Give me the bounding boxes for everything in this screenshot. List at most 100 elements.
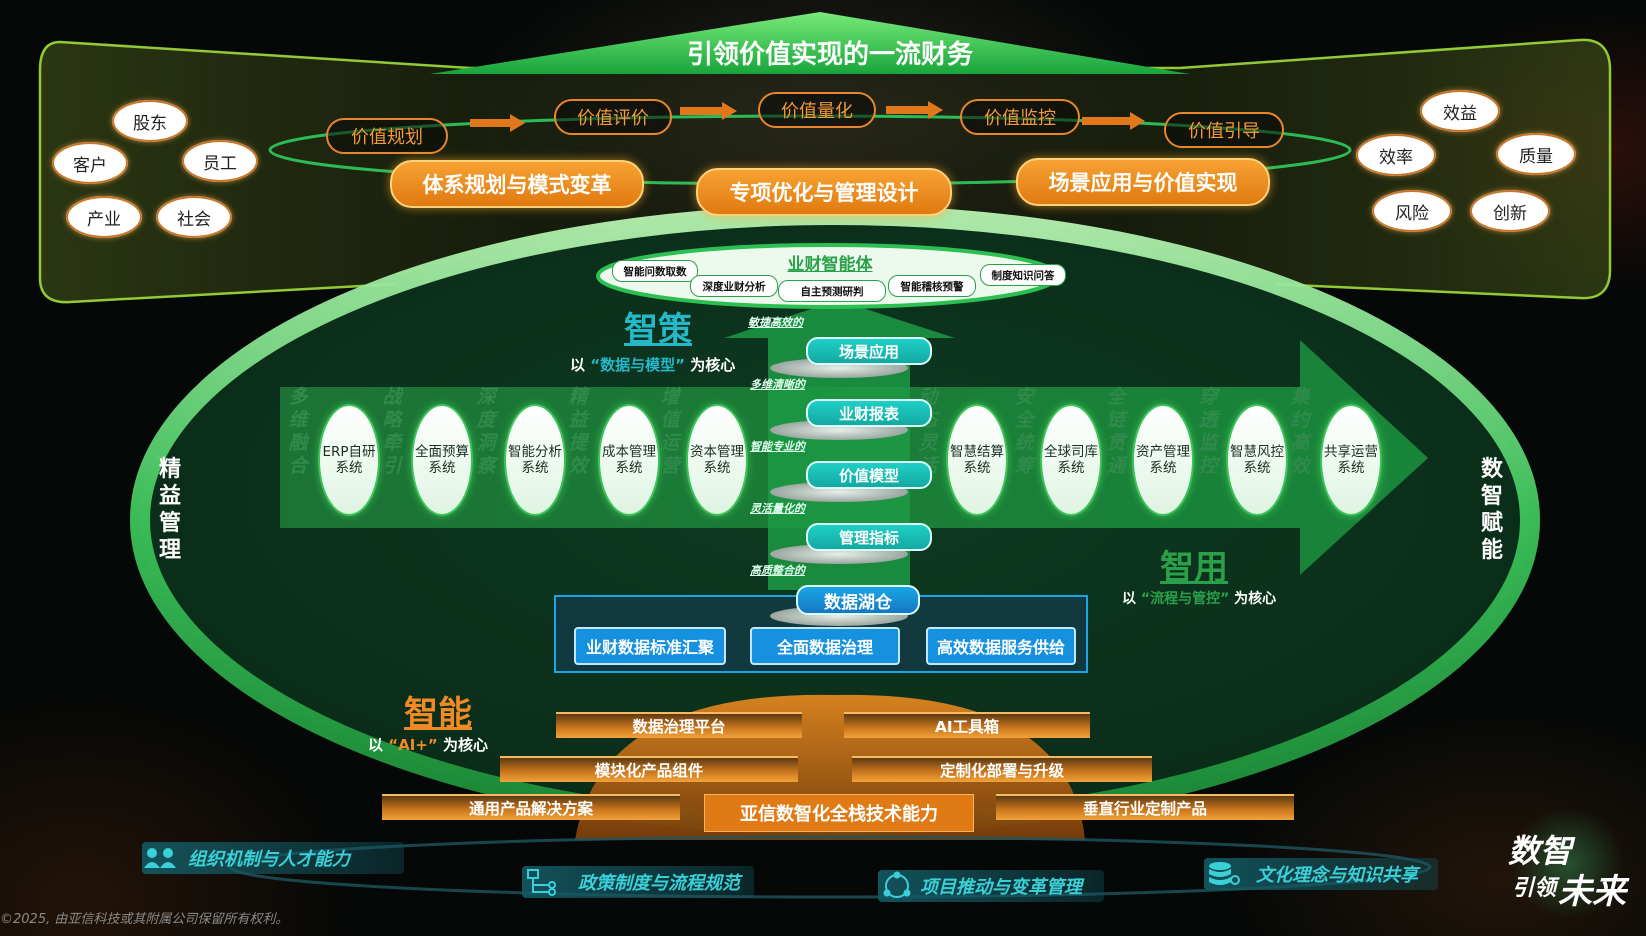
foundation-item: 垂直行业定制产品 [996, 794, 1294, 820]
pillar-button: 场景应用与价值实现 [1016, 158, 1270, 206]
stakeholder-bubble: 员工 [182, 140, 258, 182]
stack-layer-label: 多维清晰的 [750, 378, 805, 391]
system-oval: 全球司库系统 [1040, 404, 1102, 516]
enabler-org: 组织机制与人才能力 [142, 842, 404, 874]
foundation-item: 模块化产品组件 [500, 756, 798, 782]
enabler-label: 政策制度与流程规范 [578, 873, 740, 894]
value-chain-item: 价值规划 [326, 118, 448, 154]
stack-layer-pill: 业财报表 [806, 399, 932, 427]
people-icon [144, 848, 176, 868]
sub-prefix: 以 [368, 736, 384, 754]
foundation-item: 通用产品解决方案 [382, 794, 680, 820]
system-oval: 智慧风控系统 [1226, 404, 1288, 516]
zhice-subtitle: 以 “数据与模型” 为核心 [570, 354, 735, 375]
enabler-label: 组织机制与人才能力 [188, 849, 350, 870]
foundation-item: 数据治理平台 [556, 712, 802, 738]
system-oval: 共享运营系统 [1320, 404, 1382, 516]
logo-line-3: 未来 [1558, 872, 1626, 912]
value-chain-item: 价值监控 [960, 99, 1080, 135]
capability-tag: 穿透监控 [1198, 386, 1218, 477]
zhiyong-subtitle: 以 “流程与管控” 为核心 [1122, 588, 1276, 608]
stack-layer-label: 智能专业的 [750, 440, 805, 453]
data-service-button: 全面数据治理 [750, 627, 900, 665]
goal-bubble: 效益 [1420, 90, 1500, 132]
goal-bubble: 创新 [1470, 190, 1550, 232]
enabler-label: 文化理念与知识共享 [1256, 865, 1418, 886]
sub-key: “AI+” [388, 736, 438, 754]
capability-tag: 安全统筹 [1014, 386, 1034, 477]
value-chain-item: 价值引导 [1164, 112, 1284, 148]
stakeholder-bubble: 产业 [66, 196, 142, 238]
database-icon [1209, 862, 1240, 885]
capability-tag: 增值运营 [660, 386, 680, 477]
goal-bubble: 质量 [1496, 133, 1576, 175]
foundation-item: 定制化部署与升级 [852, 756, 1152, 782]
agent-item: 深度业财分析 [690, 275, 778, 297]
stack-layer-label: 高质整合的 [750, 564, 805, 577]
core-capability: 亚信数智化全栈技术能力 [704, 794, 974, 832]
logo-line-2: 引领 [1512, 876, 1557, 901]
system-oval: 资产管理系统 [1132, 404, 1194, 516]
page-title: 引领价值实现的一流财务 [686, 40, 973, 70]
sub-prefix: 以 [1122, 591, 1136, 607]
right-side-label: 数智赋能 [1480, 457, 1503, 563]
foundation-item: AI工具箱 [844, 712, 1090, 738]
goal-bubble: 风险 [1372, 190, 1452, 232]
capability-tag: 全链贯通 [1106, 386, 1126, 477]
left-side-label: 精益管理 [158, 457, 181, 563]
pillar-button: 专项优化与管理设计 [696, 168, 952, 216]
system-oval: 智能分析系统 [504, 404, 566, 516]
agent-title: 业财智能体 [787, 255, 873, 275]
agent-item: 自主预测研判 [778, 280, 886, 302]
stakeholder-bubble: 股东 [112, 100, 188, 142]
capability-tag: 深度洞察 [476, 386, 496, 477]
value-chain-item: 价值量化 [758, 92, 876, 128]
flow-icon [527, 869, 556, 896]
stack-layer-pill: 数据湖仓 [796, 585, 920, 615]
logo-line-1: 数智 [1508, 832, 1573, 870]
data-service-button: 高效数据服务供给 [926, 627, 1076, 665]
brand-logo: 数智 引领 未来 [1500, 808, 1630, 918]
stack-layer-pill: 场景应用 [806, 337, 932, 365]
data-service-button: 业财数据标准汇聚 [574, 627, 726, 665]
zhineng-subtitle: 以 “AI+” 为核心 [368, 734, 488, 755]
enabler-policy: 政策制度与流程规范 [522, 866, 754, 898]
enabler-culture: 文化理念与知识共享 [1204, 858, 1438, 890]
agent-item: 智能问数取数 [612, 260, 698, 282]
zhice-title: 智策 [624, 310, 692, 350]
stack-layer-label: 敏捷高效的 [748, 316, 803, 329]
sub-prefix: 以 [570, 356, 586, 374]
sub-suffix: 为核心 [442, 736, 488, 754]
system-oval: 资本管理系统 [686, 404, 748, 516]
stakeholder-bubble: 社会 [156, 196, 232, 238]
enabler-project: 项目推动与变革管理 [878, 870, 1104, 902]
stack-layer-label: 灵活量化的 [750, 502, 805, 515]
agent-item: 智能稽核预警 [888, 275, 976, 297]
enabler-label: 项目推动与变革管理 [920, 877, 1082, 898]
sub-key: “数据与模型” [590, 356, 685, 374]
enabler-bar [522, 866, 754, 898]
enabler-bar [878, 870, 1104, 902]
agent-item: 制度知识问答 [980, 264, 1066, 286]
pillar-button: 体系规划与模式变革 [390, 160, 644, 208]
copyright: ©2025, 由亚信科技或其附属公司保留所有权利。 [0, 912, 289, 927]
stakeholder-bubble: 客户 [52, 142, 128, 184]
sub-suffix: 为核心 [690, 356, 736, 374]
system-oval: 智慧结算系统 [946, 404, 1008, 516]
system-oval: ERP自研系统 [318, 404, 380, 516]
stack-layer-pill: 价值模型 [806, 461, 932, 489]
system-oval: 全面预算系统 [411, 404, 473, 516]
sub-suffix: 为核心 [1234, 591, 1277, 607]
sub-key: “流程与管控” [1140, 591, 1230, 607]
enabler-bar [1204, 858, 1438, 890]
system-oval: 成本管理系统 [598, 404, 660, 516]
capability-tag: 精益提效 [568, 386, 588, 477]
capability-tag: 集约高效 [1290, 386, 1310, 477]
capability-tag: 战略牵引 [382, 386, 402, 477]
stack-layer-pill: 管理指标 [806, 523, 932, 551]
logo-glow [1510, 808, 1626, 918]
zhiyong-title: 智用 [1160, 548, 1228, 588]
goal-bubble: 效率 [1356, 134, 1436, 176]
value-chain-item: 价值评价 [554, 99, 672, 135]
enabler-bar [142, 842, 404, 874]
